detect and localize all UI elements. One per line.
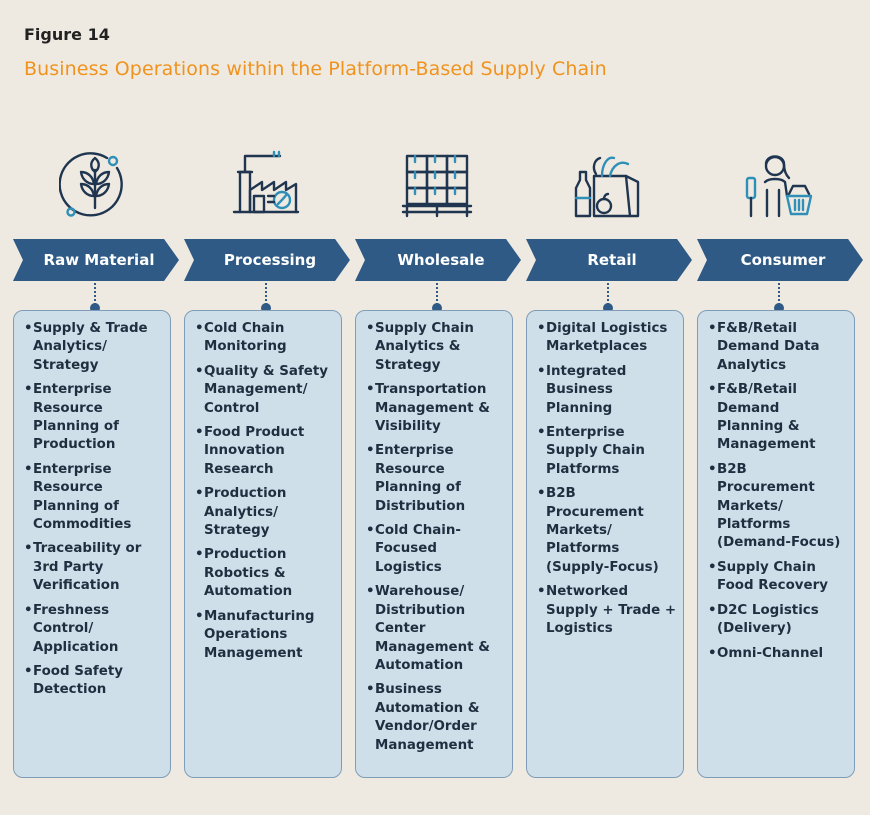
list-item: Enterprise Resource Planning of Producti… — [24, 381, 164, 455]
stage-label: Consumer — [740, 251, 826, 269]
stage-label: Raw Material — [43, 251, 155, 269]
stage-retail: Retail Digital Logistics Marketplaces In… — [526, 0, 692, 815]
stage-raw-material: Raw Material Supply & Trade Analytics/ S… — [13, 0, 179, 815]
list-item: Production Robotics & Automation — [195, 546, 335, 601]
connector-line — [607, 283, 609, 305]
factory-icon — [232, 150, 300, 214]
list-item: Omni-Channel — [708, 645, 848, 664]
connector-line — [265, 283, 267, 305]
connector-dot — [603, 303, 613, 313]
stage-items-box: F&B/Retail Demand Data Analytics F&B/Ret… — [697, 310, 855, 778]
pallet-boxes-icon — [401, 154, 473, 218]
list-item: Freshness Control/ Application — [24, 602, 164, 657]
connector-line — [436, 283, 438, 305]
stage-items-box: Cold Chain Monitoring Quality & Safety M… — [184, 310, 342, 778]
list-item: B2B Procurement Markets/ Platforms (Supp… — [537, 485, 677, 577]
stage-items-box: Supply & Trade Analytics/ Strategy Enter… — [13, 310, 171, 778]
stage-arrow: Wholesale — [355, 239, 521, 281]
list-item: Enterprise Resource Planning of Distribu… — [366, 442, 506, 516]
list-item: Enterprise Supply Chain Platforms — [537, 424, 677, 479]
connector-line — [94, 283, 96, 305]
stage-label: Wholesale — [397, 251, 485, 269]
shopper-basket-icon — [745, 155, 813, 218]
stage-consumer: Consumer F&B/Retail Demand Data Analytic… — [697, 0, 863, 815]
list-item: B2B Procurement Markets/ Platforms (Dema… — [708, 461, 848, 553]
list-item: Integrated Business Planning — [537, 363, 677, 418]
list-item: Supply Chain Food Recovery — [708, 559, 848, 596]
connector-dot — [432, 303, 442, 313]
list-item: F&B/Retail Demand Planning & Management — [708, 381, 848, 455]
list-item: Food Product Innovation Research — [195, 424, 335, 479]
list-item: Business Automation & Vendor/Order Manag… — [366, 681, 506, 755]
list-item: F&B/Retail Demand Data Analytics — [708, 320, 848, 375]
connector-dot — [774, 303, 784, 313]
list-item: Digital Logistics Marketplaces — [537, 320, 677, 357]
connector-line — [778, 283, 780, 305]
stage-arrow: Retail — [526, 239, 692, 281]
list-item: Quality & Safety Management/ Control — [195, 363, 335, 418]
list-item: Supply & Trade Analytics/ Strategy — [24, 320, 164, 375]
list-item: D2C Logistics (Delivery) — [708, 602, 848, 639]
list-item: Networked Supply + Trade + Logistics — [537, 583, 677, 638]
connector-dot — [90, 303, 100, 313]
list-item: Cold Chain Monitoring — [195, 320, 335, 357]
stage-label: Processing — [223, 251, 317, 269]
list-item: Cold Chain-Focused Logistics — [366, 522, 506, 577]
stage-wholesale: Wholesale Supply Chain Analytics & Strat… — [355, 0, 521, 815]
stage-items-box: Digital Logistics Marketplaces Integrate… — [526, 310, 684, 778]
stage-arrow: Consumer — [697, 239, 863, 281]
list-item: Enterprise Resource Planning of Commodit… — [24, 461, 164, 535]
stage-items-box: Supply Chain Analytics & Strategy Transp… — [355, 310, 513, 778]
list-item: Traceability or 3rd Party Verification — [24, 540, 164, 595]
list-item: Production Analytics/ Strategy — [195, 485, 335, 540]
stage-arrow: Raw Material — [13, 239, 179, 281]
figure-label: Figure 14 — [24, 25, 110, 44]
grocery-bag-icon — [574, 156, 640, 218]
list-item: Transportation Management & Visibility — [366, 381, 506, 436]
list-item: Warehouse/ Distribution Center Managemen… — [366, 583, 506, 675]
connector-dot — [261, 303, 271, 313]
figure-title: Business Operations within the Platform-… — [24, 58, 607, 80]
stage-arrow: Processing — [184, 239, 350, 281]
stage-processing: Processing Cold Chain Monitoring Quality… — [184, 0, 350, 815]
list-item: Manufacturing Operations Management — [195, 608, 335, 663]
list-item: Food Safety Detection — [24, 663, 164, 700]
list-item: Supply Chain Analytics & Strategy — [366, 320, 506, 375]
wheat-icon — [59, 152, 123, 217]
stage-label: Retail — [587, 251, 637, 269]
